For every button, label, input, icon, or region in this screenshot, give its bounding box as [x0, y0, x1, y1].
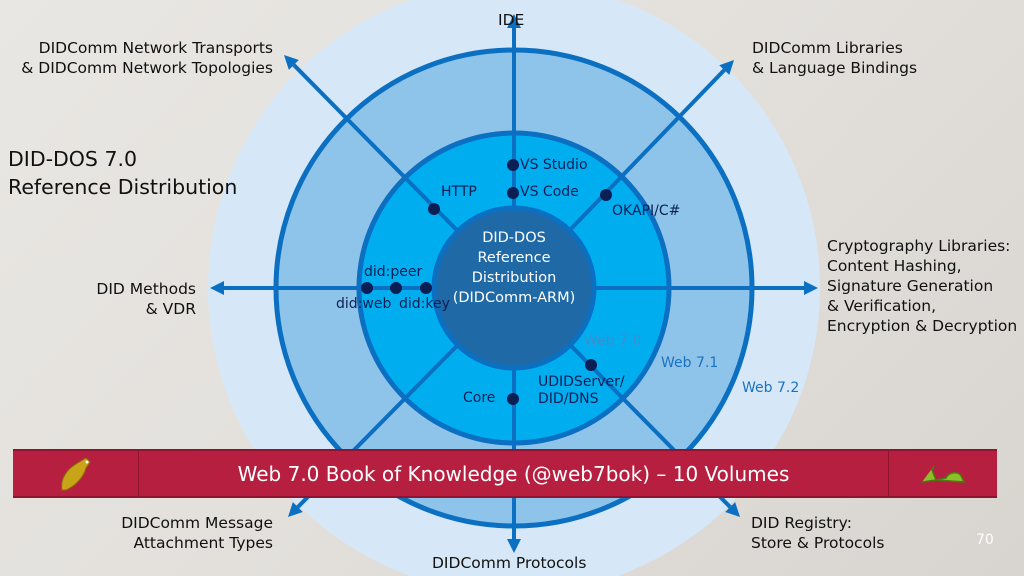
dot-did-peer — [390, 282, 402, 294]
dot-did-key — [420, 282, 432, 294]
core-circle — [431, 205, 597, 371]
arrowhead-left — [210, 281, 224, 295]
node-did-peer: did:peer — [364, 264, 423, 280]
frog-icon — [889, 451, 997, 496]
label-ide: IDE — [498, 11, 525, 29]
label-did-registry: DID Registry: Store & Protocols — [751, 514, 885, 552]
arrowhead-top — [507, 14, 521, 28]
book-of-knowledge-banner[interactable]: Web 7.0 Book of Knowledge (@web7bok) – 1… — [13, 449, 997, 498]
core-label: DID-DOS Reference Distribution (DIDComm-… — [452, 230, 576, 306]
label-did-methods: DID Methods & VDR — [96, 280, 196, 318]
dot-okapi — [600, 189, 612, 201]
arrowheads — [210, 14, 818, 553]
page-title: DID-DOS 7.0 Reference Distribution — [8, 147, 238, 199]
node-did-key: did:key — [399, 296, 450, 312]
label-message-attachment: DIDComm Message Attachment Types — [121, 514, 273, 552]
node-http: HTTP — [441, 184, 477, 200]
label-didcomm-libraries: DIDComm Libraries & Language Bindings — [752, 39, 918, 77]
ring-label-web70: Web 7.0 — [584, 333, 642, 349]
dot-vs-studio — [507, 159, 519, 171]
dot-core — [507, 393, 519, 405]
label-didcomm-protocols: DIDComm Protocols — [432, 554, 587, 572]
dot-vs-code — [507, 187, 519, 199]
banner-title: Web 7.0 Book of Knowledge (@web7bok) – 1… — [139, 451, 889, 496]
node-core: Core — [463, 390, 496, 406]
bear-icon — [13, 451, 139, 496]
arrowhead-right — [804, 281, 818, 295]
node-okapi: OKAPI/C# — [612, 203, 681, 219]
label-network-transports: DIDComm Network Transports & DIDComm Net… — [21, 39, 273, 77]
node-udidserver: UDIDServer/ DID/DNS — [538, 374, 625, 407]
ring-label-web71: Web 7.1 — [661, 355, 719, 371]
node-dots — [361, 159, 612, 405]
ring-label-web72: Web 7.2 — [742, 380, 800, 396]
dot-did-web — [361, 282, 373, 294]
node-vs-studio: VS Studio — [520, 157, 588, 173]
arrowhead-bottom-left — [288, 502, 303, 517]
arrowhead-top-left — [284, 55, 299, 70]
node-did-web: did:web — [336, 296, 392, 312]
arrowhead-bottom — [507, 539, 521, 553]
dot-http — [428, 203, 440, 215]
label-cryptography: Cryptography Libraries: Content Hashing,… — [827, 237, 1018, 335]
page-number: 70 — [976, 532, 994, 548]
arrowhead-bottom-right — [725, 502, 740, 517]
arrowhead-top-right — [719, 60, 734, 75]
dot-udidserver — [585, 359, 597, 371]
node-vs-code: VS Code — [520, 184, 579, 200]
